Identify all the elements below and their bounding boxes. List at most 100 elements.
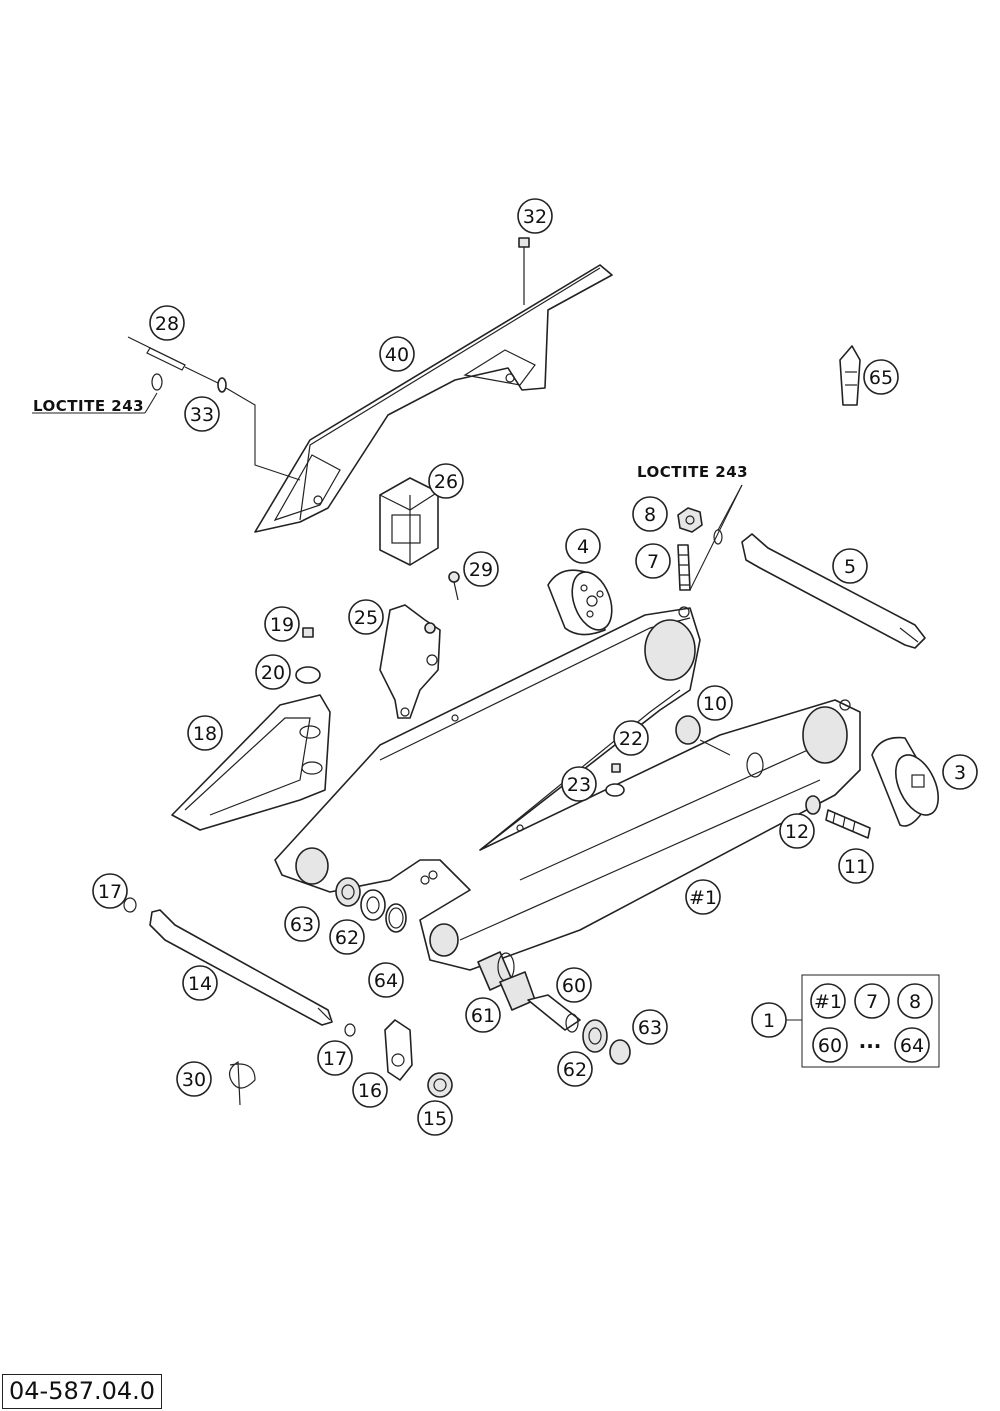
screw-32-part <box>518 237 530 305</box>
callout-label: 63 <box>290 914 314 936</box>
callout-65: 65 <box>863 359 899 395</box>
sleeve-65-part <box>839 345 861 406</box>
callout-label: 23 <box>567 774 591 796</box>
plate-16-part <box>384 1019 413 1081</box>
callout-1: 1 <box>751 1002 787 1038</box>
callout-30: 30 <box>176 1061 212 1097</box>
callout-label: 14 <box>188 973 212 995</box>
callout-circle <box>184 396 220 432</box>
callout-circle <box>428 463 464 499</box>
callout-circle <box>561 766 597 802</box>
callout-label: 65 <box>869 367 893 389</box>
callout-18: 18 <box>187 715 223 751</box>
callout-label: 26 <box>434 471 458 493</box>
group-item-circle <box>897 983 933 1019</box>
group-item-label: 7 <box>866 991 878 1013</box>
ring-64-part <box>385 903 407 933</box>
pivot-shaft-14-part <box>123 897 356 1037</box>
callout-label: 60 <box>562 975 586 997</box>
bearing-63-right-part <box>609 1039 631 1065</box>
callout-circle <box>187 715 223 751</box>
nut-8-part <box>677 507 723 545</box>
callout-26: 26 <box>428 463 464 499</box>
callout-circle <box>556 967 592 1003</box>
cable-tie-30-part <box>228 1060 256 1106</box>
stud-7-part <box>677 544 691 591</box>
screw-11-part <box>825 809 871 839</box>
group-item-circle <box>812 1027 848 1063</box>
callout-label: 12 <box>785 821 809 843</box>
callout-circle <box>832 548 868 584</box>
adjuster-3-part <box>871 736 939 827</box>
callout-28: 28 <box>149 305 185 341</box>
callout-circle <box>517 198 553 234</box>
callout-label: 19 <box>270 614 294 636</box>
callout-label: 62 <box>563 1059 587 1081</box>
callout-16: 16 <box>352 1072 388 1108</box>
callout-circle <box>613 720 649 756</box>
callout-10: 10 <box>697 685 733 721</box>
washer-20-part <box>295 666 321 684</box>
callout-label: 40 <box>385 344 409 366</box>
callout-label: 5 <box>844 556 856 578</box>
callout-circle <box>779 813 815 849</box>
callout-circle <box>632 1009 668 1045</box>
diagram-code: 04-587.04.0 <box>2 1374 163 1409</box>
bracket-25-part <box>379 604 441 719</box>
callout-62: 62 <box>329 919 365 955</box>
callout-64: 64 <box>368 962 404 998</box>
callout-label: 18 <box>193 723 217 745</box>
callout-circle <box>751 1002 787 1038</box>
seal-62-right-part <box>582 1019 608 1053</box>
loctite-note-right: LOCTITE 243 <box>637 463 748 481</box>
callout-5: 5 <box>832 548 868 584</box>
callout-label: 15 <box>423 1108 447 1130</box>
callout-label: 4 <box>577 536 589 558</box>
callout-29: 29 <box>463 551 499 587</box>
callout-circle <box>697 685 733 721</box>
callout-label: 25 <box>354 607 378 629</box>
block-26-part <box>379 477 439 566</box>
group-item-hash1: #1 <box>810 983 846 1019</box>
callout-label: 64 <box>374 970 398 992</box>
callout-label: 33 <box>190 404 214 426</box>
callout-circle <box>838 848 874 884</box>
callout-63: 63 <box>632 1009 668 1045</box>
callout-label: 11 <box>844 856 868 878</box>
screw-19-part <box>302 627 314 638</box>
callout-circle <box>352 1072 388 1108</box>
callout-label: 1 <box>763 1010 775 1032</box>
roller-4-part <box>547 569 613 636</box>
callout-25: 25 <box>348 599 384 635</box>
callout-12: 12 <box>779 813 815 849</box>
callout-circle <box>368 962 404 998</box>
callout-label: 17 <box>323 1048 347 1070</box>
callout-circle <box>632 496 668 532</box>
group-item-8: 8 <box>897 983 933 1019</box>
callout-circle <box>329 919 365 955</box>
group-item-7: 7 <box>854 983 890 1019</box>
callout-circle <box>264 606 300 642</box>
group-item-circle <box>894 1027 930 1063</box>
callout-label: 20 <box>261 662 285 684</box>
callout-label: 8 <box>644 504 656 526</box>
callout-circle <box>92 873 128 909</box>
callout-hash1: #1 <box>685 879 721 915</box>
bearing-63-left-part <box>335 877 361 907</box>
callout-label: 61 <box>471 1005 495 1027</box>
callout-circle <box>863 359 899 395</box>
callout-circle <box>565 528 601 564</box>
assembly-group <box>784 974 940 1068</box>
callout-label: 28 <box>155 313 179 335</box>
group-item-label: 8 <box>909 991 921 1013</box>
callout-15: 15 <box>417 1100 453 1136</box>
callout-label: 7 <box>647 551 659 573</box>
nut-12-part <box>805 795 821 815</box>
callout-label: 63 <box>638 1017 662 1039</box>
callout-circle <box>317 1040 353 1076</box>
group-item-64: 64 <box>894 1027 930 1063</box>
callout-label: 16 <box>358 1080 382 1102</box>
callout-circle <box>557 1051 593 1087</box>
callout-32: 32 <box>517 198 553 234</box>
